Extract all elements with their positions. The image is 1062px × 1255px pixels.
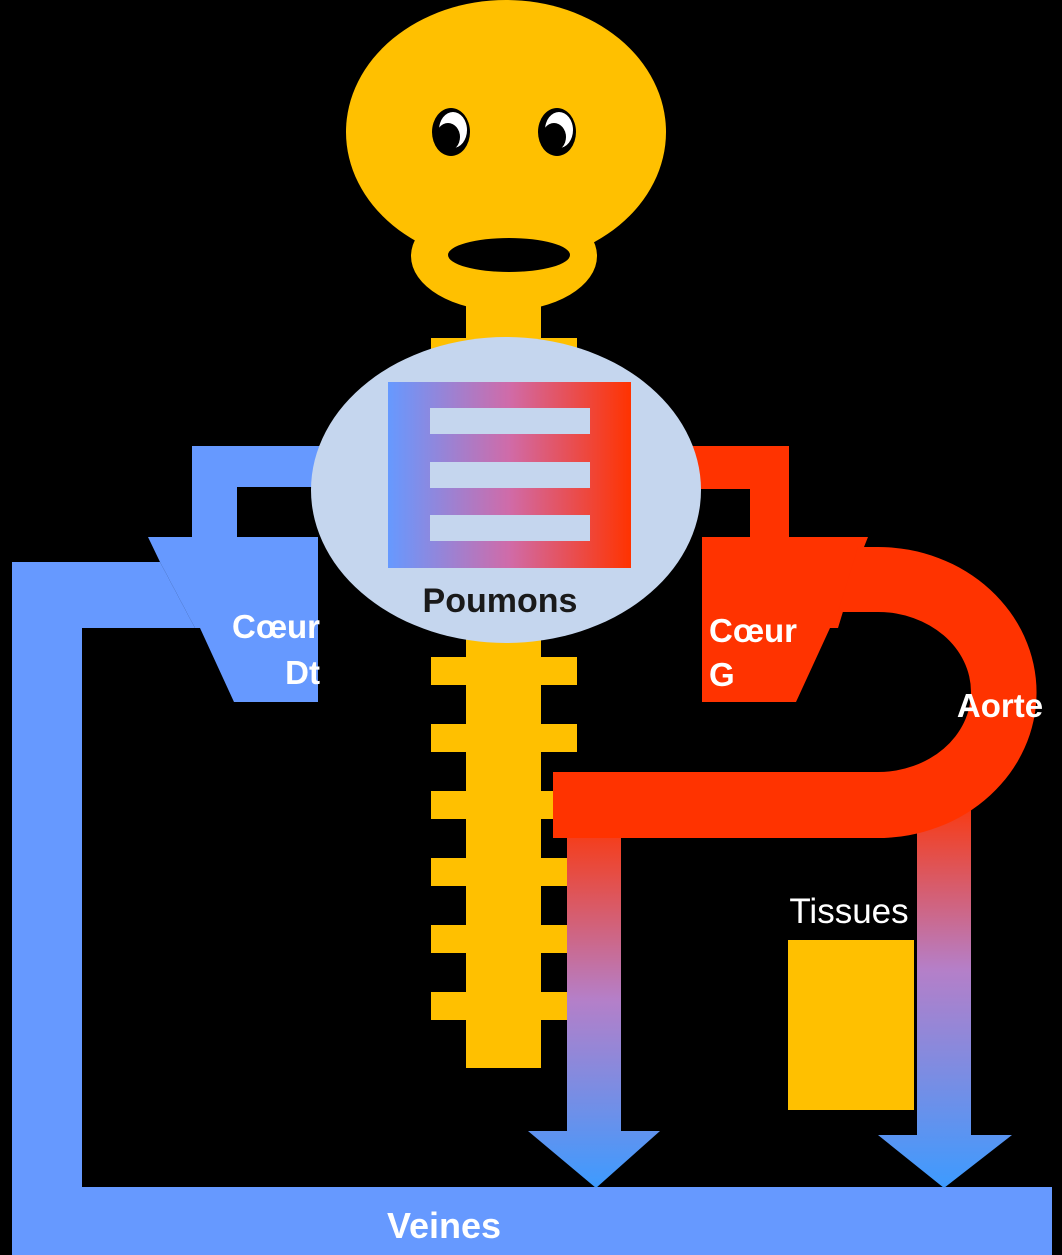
lungs-label: Poumons — [423, 582, 578, 620]
left-eye-icon — [432, 108, 470, 156]
tissues-label: Tissues — [789, 892, 908, 931]
vertebra — [431, 657, 577, 685]
left-heart-label-line1: Cœur — [709, 612, 797, 649]
vertebra — [431, 858, 577, 886]
left-heart-label-line2: G — [709, 656, 735, 693]
vertebra — [431, 724, 577, 752]
vertebra — [431, 992, 577, 1020]
aorta-label: Aorte — [957, 687, 1043, 724]
right-heart-label-line2: Dt — [285, 654, 320, 691]
alveolus — [430, 408, 590, 434]
alveolus — [430, 462, 590, 488]
mouth — [448, 238, 570, 272]
right-eye-icon — [538, 108, 576, 156]
tissues-block — [788, 940, 914, 1110]
vertebra — [431, 925, 577, 953]
veins-label: Veines — [387, 1205, 501, 1246]
right-heart-label-line1: Cœur — [232, 608, 320, 645]
alveolus — [430, 515, 590, 541]
